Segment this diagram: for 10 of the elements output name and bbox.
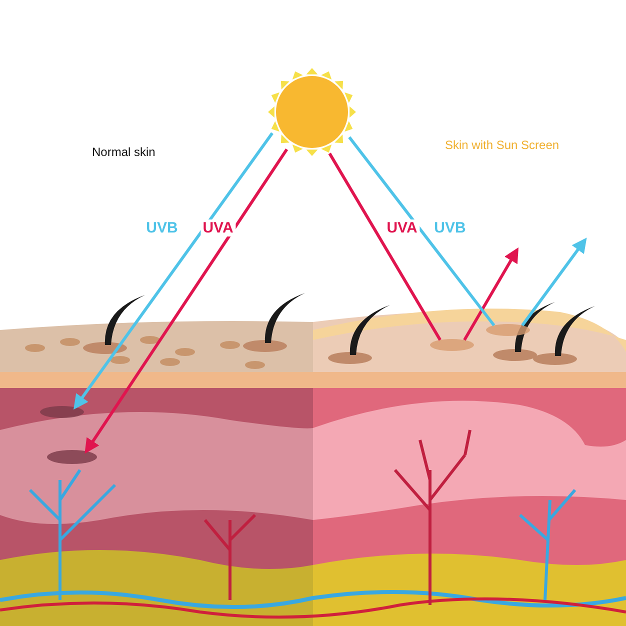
skin-type-label: Normal skin <box>92 145 156 159</box>
ray-arrow <box>84 148 288 454</box>
pigment-spot <box>47 450 97 464</box>
ray-arrow <box>463 247 519 341</box>
pigment-spot <box>486 324 530 336</box>
pigment-spot <box>430 339 474 351</box>
pigment-spot <box>40 406 84 418</box>
ray-arrow <box>74 132 274 410</box>
skin-type-label: Skin with Sun Screen <box>445 138 560 152</box>
edge-label: UVA <box>200 220 236 236</box>
